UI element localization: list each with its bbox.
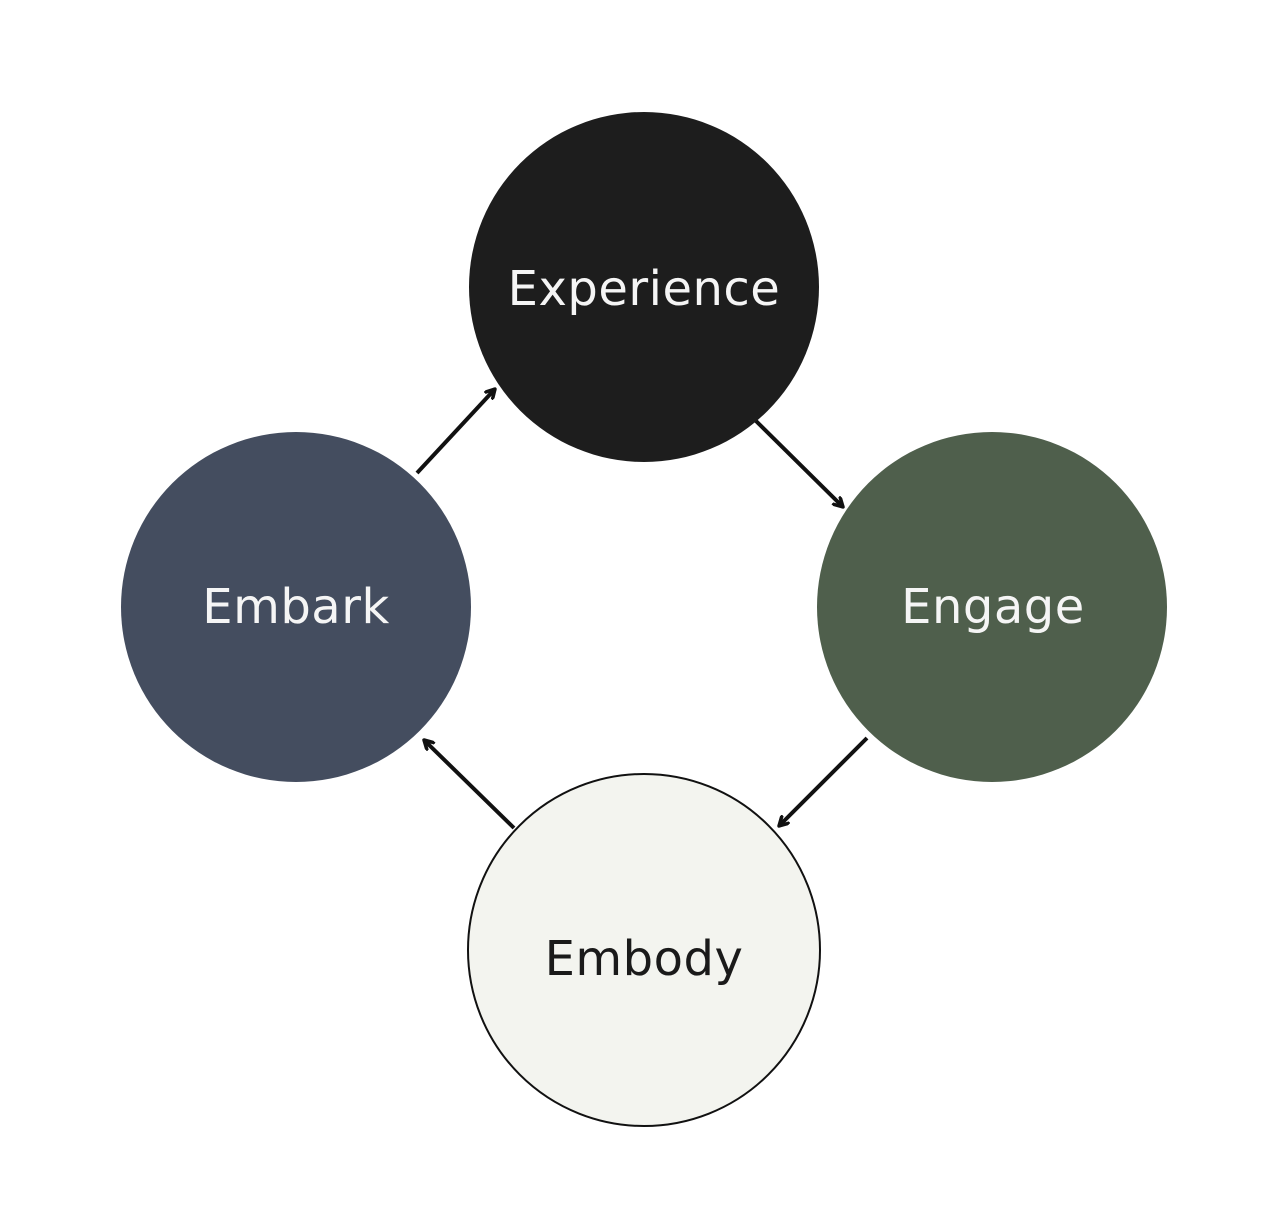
- node-label-embark: Embark: [202, 579, 390, 635]
- arrow-embark-to-experience: [415, 389, 495, 475]
- arrow-experience-to-engage: [751, 416, 843, 507]
- node-embody: Embody: [467, 773, 821, 1127]
- node-label-embody: Embody: [544, 931, 744, 987]
- arrow-engage-to-embody: [779, 736, 869, 826]
- node-embark: Embark: [121, 432, 471, 782]
- node-engage: Engage: [817, 432, 1167, 782]
- node-experience: Experience: [469, 112, 819, 462]
- arrow-embody-to-embark: [424, 740, 516, 830]
- node-label-experience: Experience: [507, 261, 781, 317]
- node-label-engage: Engage: [901, 579, 1085, 635]
